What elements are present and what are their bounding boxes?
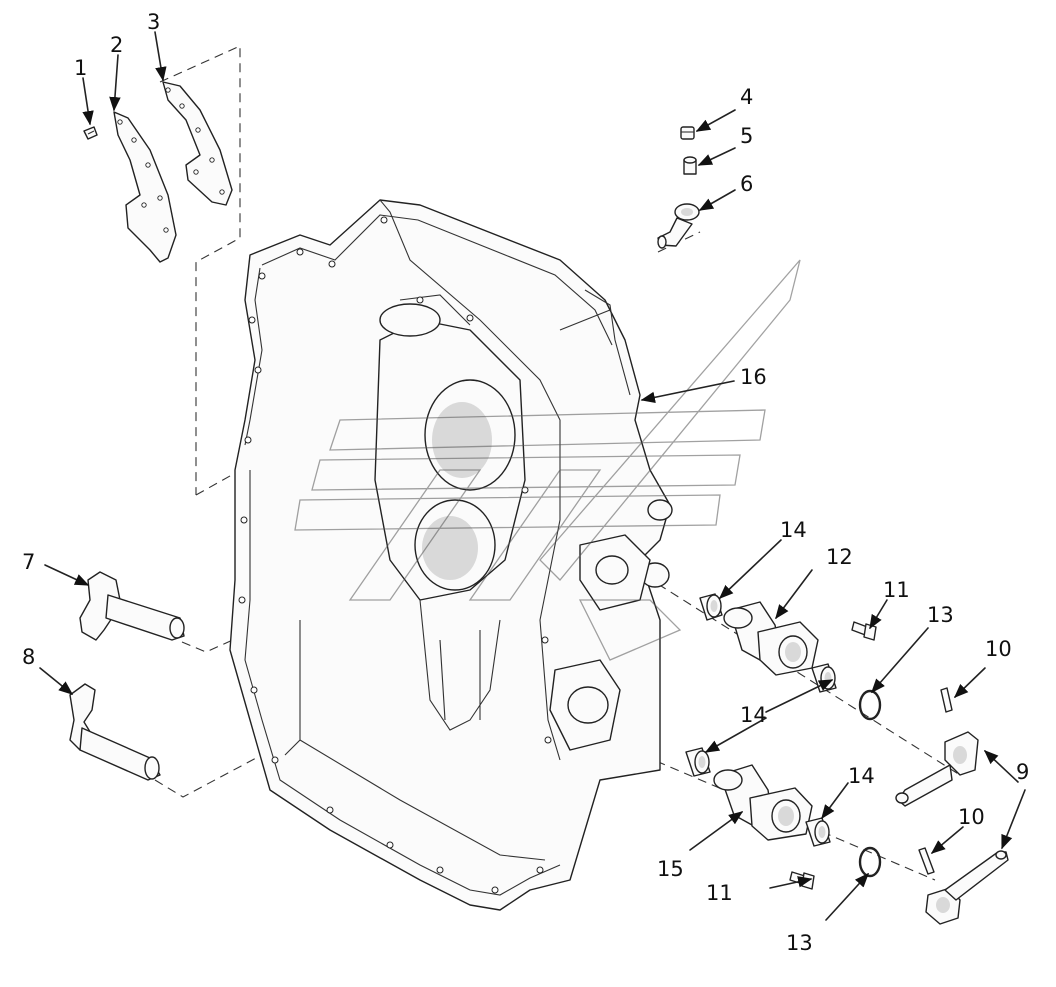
callout-1: 1 (74, 56, 87, 80)
callout-labels: 1 2 3 4 5 6 7 8 9 10 10 11 11 12 13 13 1… (22, 10, 1029, 955)
callout-5: 5 (740, 124, 753, 148)
callout-15: 15 (657, 857, 684, 881)
callout-6: 6 (740, 172, 753, 196)
callout-10-lower: 10 (958, 805, 985, 829)
leader-lines (39, 31, 1026, 921)
callout-11-upper: 11 (883, 578, 910, 602)
transmission-housing (229, 199, 673, 911)
part-14-bearing-d (805, 817, 831, 847)
callout-9: 9 (1016, 760, 1029, 784)
part-15-shaft-housing (713, 764, 813, 841)
callout-7: 7 (22, 550, 35, 574)
part-12-shaft-housing (723, 601, 819, 676)
part-9-lever (895, 731, 979, 807)
callout-16: 16 (740, 365, 767, 389)
callout-8: 8 (22, 645, 35, 669)
part-2-plate (113, 111, 177, 263)
part-10-pin-lower (918, 847, 935, 875)
part-13-oring-lower (858, 846, 882, 878)
callout-10-upper: 10 (985, 637, 1012, 661)
part-1-screw (83, 126, 98, 140)
callout-14-upper: 14 (780, 518, 807, 542)
part-8-shaft (69, 683, 161, 781)
callout-4: 4 (740, 85, 753, 109)
part-5-sleeve (683, 156, 697, 175)
part-7-shaft (79, 571, 185, 641)
part-14-bearing-c (685, 747, 711, 777)
part-14-bearing-a (699, 593, 723, 621)
callout-13-upper: 13 (927, 603, 954, 627)
callout-14-middle: 14 (740, 703, 767, 727)
part-4-nut (680, 126, 695, 140)
part-13-oring-upper (858, 689, 882, 721)
callout-11-lower: 11 (706, 881, 733, 905)
part-6-elbow-fitting (657, 203, 700, 249)
callout-3: 3 (147, 10, 160, 34)
callout-13-lower: 13 (786, 931, 813, 955)
callout-2: 2 (110, 33, 123, 57)
callout-14-lower: 14 (848, 764, 875, 788)
lever-lower (925, 850, 1009, 925)
watermark-logo (294, 259, 801, 661)
callout-12: 12 (826, 545, 853, 569)
part-3-gasket (162, 81, 233, 206)
part-10-pin-upper (940, 687, 953, 713)
